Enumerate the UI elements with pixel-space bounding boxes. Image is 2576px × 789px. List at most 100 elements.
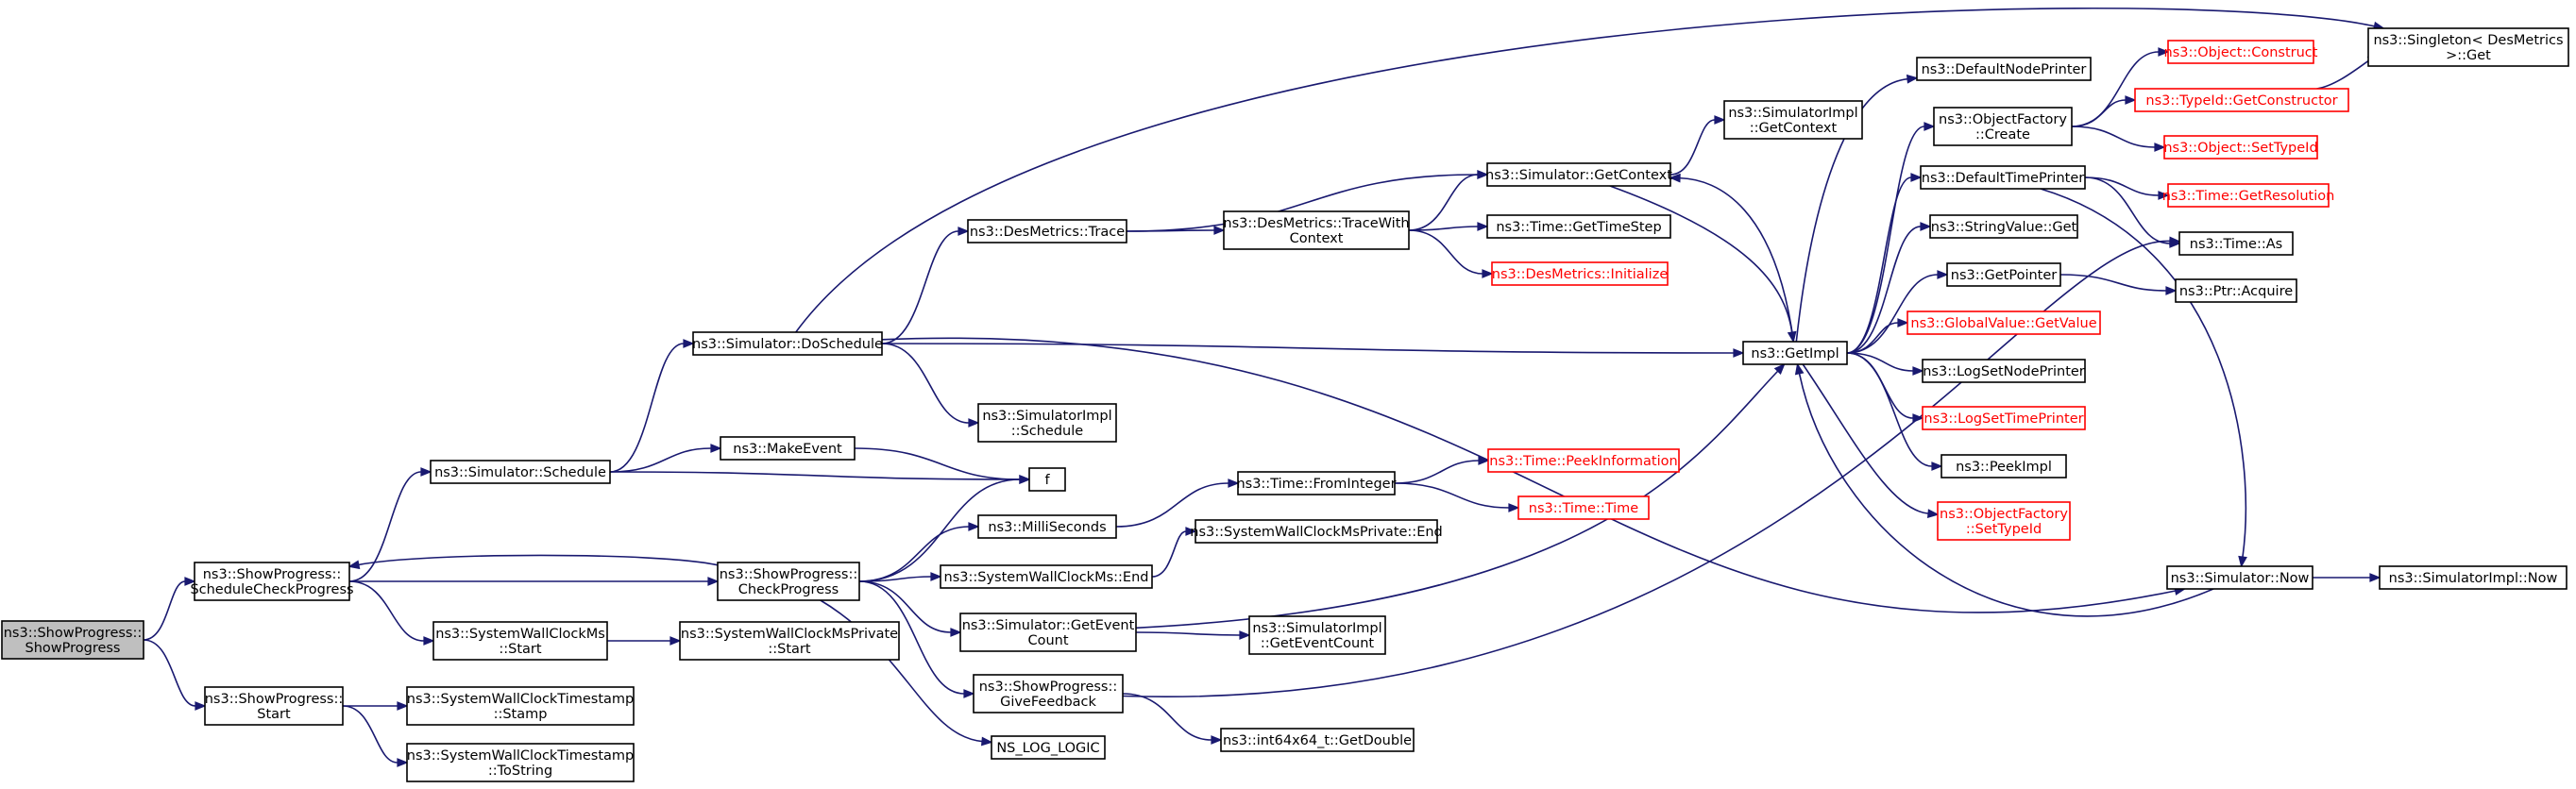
node-box [1916, 57, 2092, 81]
node-object-settypeid[interactable]: ns3::Object::SetTypeId [2163, 135, 2318, 159]
node-logsettimeprinter[interactable]: ns3::LogSetTimePrinter [1922, 406, 2086, 430]
node-label: ::Create [1975, 127, 2030, 143]
edge-check_progress-to-swcm_end [858, 572, 942, 582]
node-simimpl-getcontext[interactable]: ns3::SimulatorImpl::GetContext [1723, 100, 1863, 140]
node-sim-schedule[interactable]: ns3::Simulator::Schedule [430, 460, 611, 484]
node-sim-geteventcount[interactable]: ns3::Simulator::GetEventCount [959, 613, 1137, 652]
node-time-getresolution[interactable]: ns3::Time::GetResolution [2162, 183, 2335, 208]
arrowhead-icon [669, 636, 682, 646]
node-label: ::ToString [488, 764, 552, 779]
node-typeid-getconstructor[interactable]: ns3::TypeId::GetConstructor [2134, 88, 2349, 112]
edge-sim_schedule-to-makeevent [609, 444, 722, 473]
node-time-time[interactable]: ns3::Time::Time [1517, 495, 1650, 520]
edge-check_progress-to-ns_log_logic [820, 599, 993, 747]
edge-sched_check-to-swcm_start [348, 580, 435, 646]
node-ns-log-logic[interactable]: NS_LOG_LOGIC [991, 735, 1106, 760]
node-peekimpl[interactable]: ns3::PeekImpl [1940, 454, 2067, 478]
edge-root-to-sp_start [143, 639, 207, 711]
node-ptr-acquire[interactable]: ns3::Ptr::Acquire [2175, 278, 2297, 303]
node-sched-check[interactable]: ns3::ShowProgress::ScheduleCheckProgress [190, 562, 354, 601]
node-root[interactable]: ns3::ShowProgress::ShowProgress [1, 620, 144, 660]
node-simimpl-now[interactable]: ns3::SimulatorImpl::Now [2379, 565, 2568, 590]
arrowhead-icon [710, 444, 722, 453]
arrowhead-icon [1477, 222, 1489, 231]
arrowhead-icon [1478, 456, 1490, 465]
node-label: ns3::GetImpl [1751, 346, 1839, 361]
node-box [2178, 231, 2294, 256]
edge-line [881, 343, 1735, 354]
node-desmetrics-initialize[interactable]: ns3::DesMetrics::Initialize [1491, 261, 1669, 286]
edge-line [1126, 174, 1479, 232]
node-box [720, 436, 856, 461]
node-milliseconds[interactable]: ns3::MilliSeconds [977, 514, 1117, 539]
edge-defaulttimeprinter-to-time_getresolution [2084, 176, 2170, 200]
node-time-peekinfo[interactable]: ns3::Time::PeekInformation [1487, 448, 1680, 473]
edge-line [858, 580, 952, 633]
node-objectfactory-create[interactable]: ns3::ObjectFactory::Create [1933, 107, 2073, 146]
edge-line [1798, 373, 2214, 617]
edge-sim_schedule-to-sim_doschedule [609, 339, 695, 473]
node-label: NS_LOG_LOGIC [996, 741, 1099, 756]
node-object-construct[interactable]: ns3::Object::Construct [2164, 40, 2318, 64]
node-logsetnodeprinter[interactable]: ns3::LogSetNodePrinter [1922, 359, 2086, 383]
node-stringvalue-get[interactable]: ns3::StringValue::Get [1929, 214, 2078, 239]
node-getimpl[interactable]: ns3::GetImpl [1742, 341, 1848, 365]
node-sim-now[interactable]: ns3::Simulator::Now [2166, 565, 2313, 590]
node-check-progress[interactable]: ns3::ShowProgress::CheckProgress [717, 562, 860, 601]
node-swct-stamp[interactable]: ns3::SystemWallClockTimestamp::Stamp [406, 686, 635, 726]
node-globalvalue-getvalue[interactable]: ns3::GlobalValue::GetValue [1907, 311, 2101, 335]
node-swcmp-start[interactable]: ns3::SystemWallClockMsPrivate::Start [679, 621, 900, 661]
node-label: ns3::int64x64_t::GetDouble [1223, 733, 1412, 748]
node-swcmp-end[interactable]: ns3::SystemWallClockMsPrivate::End [1190, 519, 1443, 544]
arrowhead-icon [1714, 115, 1726, 125]
edge-line [1795, 77, 1908, 343]
node-getpointer[interactable]: ns3::GetPointer [1946, 262, 2061, 287]
edge-line [1846, 352, 1933, 467]
node-desmetrics-trace[interactable]: ns3::DesMetrics::Trace [967, 219, 1127, 243]
node-box [1929, 214, 2078, 239]
node-time-gettimestep[interactable]: ns3::Time::GetTimeStep [1486, 214, 1671, 239]
edge-getimpl-to-peekimpl [1846, 352, 1943, 471]
edge-line [795, 8, 2375, 333]
arrowhead-icon [1477, 170, 1489, 179]
edge-sim_geteventcount-to-simimpl_geteventcount [1135, 630, 1251, 640]
node-swcm-start[interactable]: ns3::SystemWallClockMs::Start [432, 621, 608, 661]
node-label: ns3::ObjectFactory [1939, 112, 2067, 127]
node-singleton-get[interactable]: ns3::Singleton< DesMetrics >::Get [2367, 27, 2569, 67]
edge-time_frominteger-to-time_time [1394, 482, 1520, 512]
edge-objectfactory_create-to-object_settypeid [2071, 126, 2166, 152]
arrowhead-icon [1897, 318, 1909, 327]
node-makeevent[interactable]: ns3::MakeEvent [720, 436, 856, 461]
arrowhead-icon [963, 689, 975, 698]
node-swct-tostring[interactable]: ns3::SystemWallClockTimestamp::ToString [406, 743, 635, 782]
node-int64-getdouble[interactable]: ns3::int64x64_t::GetDouble [1220, 728, 1415, 752]
edge-line [143, 580, 186, 641]
arrowhead-icon [1773, 362, 1786, 376]
edge-line [1122, 693, 1212, 741]
arrowhead-icon [2158, 47, 2170, 57]
node-sim-getcontext[interactable]: ns3::Simulator::GetContext [1485, 162, 1672, 187]
node-box [1723, 100, 1863, 140]
node-label: Start [257, 707, 291, 722]
node-defaulttimeprinter[interactable]: ns3::DefaultTimePrinter [1920, 165, 2086, 190]
node-objectfactory-settypeid[interactable]: ns3::ObjectFactory::SetTypeId [1937, 501, 2071, 541]
node-swcm-end[interactable]: ns3::SystemWallClockMs::End [940, 564, 1153, 589]
node-time-as[interactable]: ns3::Time::As [2178, 231, 2294, 256]
arrowhead-icon [2169, 239, 2181, 248]
node-defaultnodeprinter[interactable]: ns3::DefaultNodePrinter [1916, 57, 2092, 81]
node-box [1920, 165, 2086, 190]
node-box [1486, 162, 1671, 187]
node-f[interactable]: f [1028, 467, 1066, 492]
nodes-layer: ns3::ShowProgress::ShowProgressns3::Show… [1, 27, 2569, 782]
node-sp-start[interactable]: ns3::ShowProgress::Start [204, 686, 344, 726]
node-simimpl-schedule[interactable]: ns3::SimulatorImpl::Schedule [977, 403, 1117, 443]
edge-sim_schedule-to-f [609, 471, 1031, 484]
node-simimpl-geteventcount[interactable]: ns3::SimulatorImpl::GetEventCount [1248, 615, 1386, 655]
node-label: ns3::StringValue::Get [1931, 220, 2077, 235]
arrowhead-icon [1185, 527, 1197, 536]
arrowhead-icon [1482, 269, 1494, 278]
node-time-frominteger[interactable]: ns3::Time::FromInteger [1236, 471, 1397, 495]
node-giveFeedback[interactable]: ns3::ShowProgress::GiveFeedback [973, 674, 1124, 713]
node-sim-doschedule[interactable]: ns3::Simulator::DoSchedule [692, 331, 883, 356]
